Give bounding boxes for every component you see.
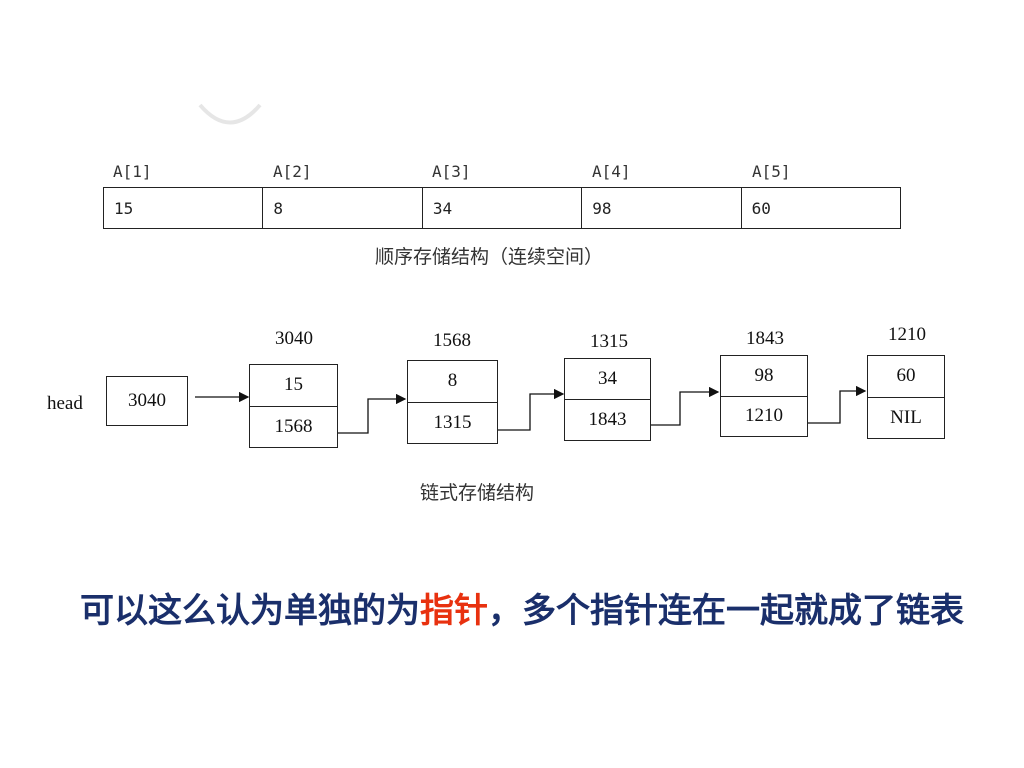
node-next: 1843	[588, 409, 627, 430]
array-cell: 34	[423, 188, 583, 228]
head-pointer-value: 3040	[128, 390, 166, 411]
node-address: 1210	[888, 324, 926, 345]
linked-node: 8 1315	[407, 360, 498, 444]
linked-node: 15 1568	[249, 364, 338, 448]
node-data: 98	[721, 356, 807, 397]
summary-text-after: ，多个指针连在一起就成了链表	[488, 591, 964, 631]
head-pointer-box: 3040	[106, 376, 188, 426]
link-arrow	[337, 393, 407, 434]
link-arrow	[651, 386, 720, 426]
sequential-array: 15 8 34 98 60	[103, 187, 901, 229]
array-index-label: A[3]	[432, 162, 471, 181]
link-arrow	[808, 385, 867, 424]
array-cell: 98	[582, 188, 742, 228]
array-cell: 15	[104, 188, 264, 228]
sequential-caption: 顺序存储结构（连续空间）	[375, 246, 604, 268]
node-next: 1568	[274, 415, 313, 437]
array-cell: 8	[263, 188, 423, 228]
array-index-label: A[2]	[273, 162, 312, 181]
node-data: 15	[250, 365, 337, 407]
linked-node: 98 1210	[720, 355, 808, 437]
node-data: 60	[868, 356, 944, 398]
summary-text-before: 可以这么认为单独的为	[80, 591, 420, 631]
summary-highlight: 指针	[420, 591, 488, 631]
linked-node: 60 NIL	[867, 355, 945, 439]
decorative-circle	[198, 103, 262, 125]
array-index-label: A[1]	[113, 162, 152, 181]
node-address: 1843	[746, 328, 784, 349]
node-data: 8	[408, 361, 497, 403]
array-index-label: A[4]	[592, 162, 631, 181]
node-next: NIL	[890, 406, 922, 428]
node-data: 34	[565, 359, 650, 400]
summary-text: 可以这么认为单独的为指针，多个指针连在一起就成了链表	[80, 587, 970, 635]
node-address: 1568	[433, 330, 471, 351]
node-address: 1315	[590, 331, 628, 352]
node-next: 1315	[433, 411, 472, 433]
node-address: 3040	[275, 328, 313, 349]
head-label: head	[47, 393, 83, 414]
node-next: 1210	[745, 405, 783, 427]
linked-caption: 链式存储结构	[420, 482, 535, 504]
array-index-label: A[5]	[752, 162, 791, 181]
array-cell: 60	[751, 198, 771, 218]
link-arrow	[498, 388, 565, 431]
linked-node: 34 1843	[564, 358, 651, 441]
